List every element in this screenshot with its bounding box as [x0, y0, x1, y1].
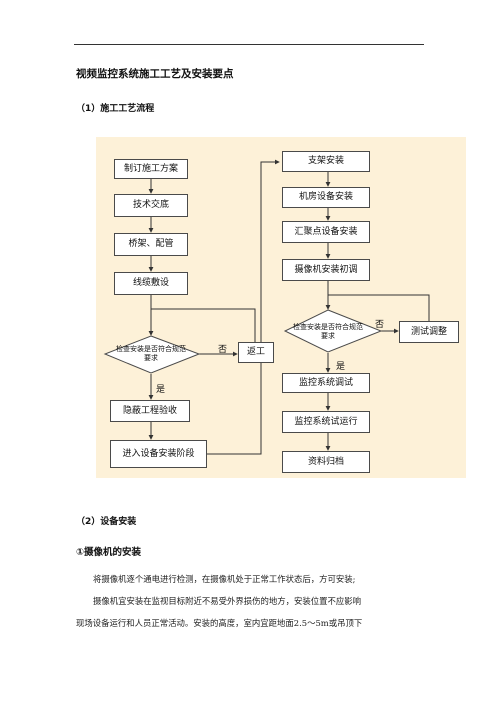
section-heading-installation: （2）设备安装 [76, 517, 137, 527]
left-decision-diamond [103, 335, 201, 374]
step-system-debug: 监控系统调试 [282, 373, 370, 393]
right-no-label: 否 [375, 320, 385, 330]
header-rule [74, 44, 424, 45]
step-aggregation-install: 汇聚点设备安装 [282, 221, 370, 243]
step-enter-installation: 进入设备安装阶段 [110, 440, 207, 468]
left-yes-label: 是 [156, 385, 166, 395]
step-archive: 资料归档 [282, 451, 370, 473]
step-cable-laying: 线缆敷设 [114, 272, 188, 295]
step-machine-room-install: 机房设备安装 [282, 187, 370, 208]
right-decision-diamond [283, 309, 383, 353]
step-concealed-acceptance: 隐蔽工程验收 [110, 400, 190, 422]
document-title: 视频监控系统施工工艺及安装要点 [76, 68, 234, 80]
step-trial-run: 监控系统试运行 [282, 411, 370, 433]
step-technical-briefing: 技术交底 [114, 194, 188, 217]
construction-flowchart: 制订施工方案 技术交底 桥架、配管 线缆敷设 检查安装是否符合规范要求 否 返工… [96, 137, 466, 478]
step-plan: 制订施工方案 [114, 159, 188, 179]
step-rework: 返工 [238, 342, 274, 363]
right-decision-label: 检查安装是否符合规范要求 [293, 323, 363, 340]
step-test-adjust: 测试调整 [399, 321, 459, 343]
step-camera-install: 摄像机安装初调 [282, 259, 370, 281]
subsection-camera-install: ①摄像机的安装 [76, 547, 142, 558]
step-tray-conduit: 桥架、配管 [114, 233, 188, 256]
section-heading-process: （1）施工工艺流程 [76, 104, 155, 114]
paragraph-line: 将摄像机逐个通电进行检测，在摄像机处于正常工作状态后，方可安装; [93, 574, 356, 584]
right-yes-label: 是 [336, 362, 346, 372]
flowchart-connectors [103, 159, 430, 455]
paragraph-line: 摄像机宜安装在监视目标附近不易受外界损伤的地方，安装位置不应影响 [93, 596, 361, 606]
left-no-label: 否 [218, 345, 228, 355]
paragraph-line: 现场设备运行和人员正常活动。安装的高度，室内宜距地面2.5～5m或吊顶下 [76, 618, 363, 628]
left-decision-label: 检查安装是否符合规范要求 [116, 345, 186, 362]
step-bracket-install: 支架安装 [282, 151, 370, 172]
